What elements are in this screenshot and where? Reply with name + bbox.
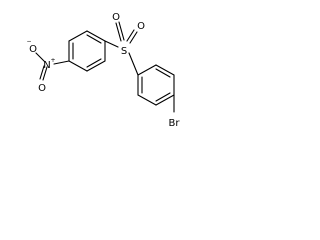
sulfonyl-group: [104, 21, 139, 76]
nitro-oxygen-top-label: O: [29, 44, 37, 55]
nitrophenyl-ring: [68, 30, 106, 72]
bromine-label: Br: [169, 118, 181, 129]
bromophenyl-ring: [137, 64, 175, 106]
nitro-group: [35, 52, 70, 81]
nitrogen-label: N: [43, 60, 50, 71]
nitrogen-charge-label: +: [50, 57, 55, 64]
sulfonyl-oxygen-right-label: O: [137, 21, 145, 32]
sulfonyl-oxygen-left-label: O: [112, 12, 120, 23]
oxygen-charge-label: −: [26, 38, 31, 45]
sulfur-label: S: [121, 46, 127, 57]
chemical-structure-diagram: S O O N + O − O Br: [26, 12, 181, 129]
nitro-oxygen-bottom-label: O: [38, 83, 46, 94]
